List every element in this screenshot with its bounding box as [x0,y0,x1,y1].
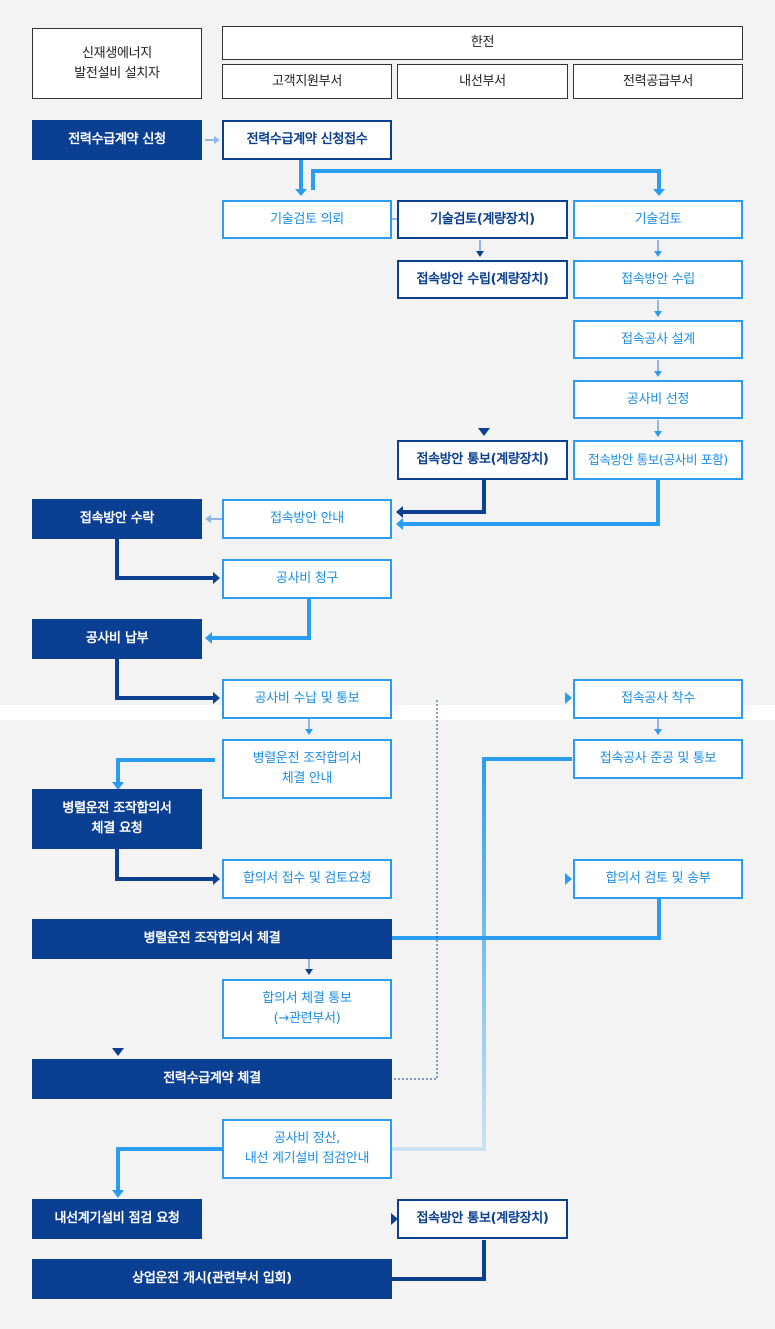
step-commercial: 상업운전 개시(관련부서 입회) [32,1259,392,1299]
step-settle: 공사비 정산, 내선 계기설비 점검안내 [222,1119,392,1179]
header-kepco: 한전 [222,26,743,60]
step-notice-cost: 접속방안 통보(공사비 포함) [573,440,743,480]
step-pay: 공사비 납부 [32,619,202,659]
step-agreement-notice: 합의서 체결 통보 (→관련부서) [222,979,392,1039]
step-agreement-receive: 합의서 접수 및 검토요청 [222,859,392,899]
step-notice-meter-2: 접속방안 통보(계량장치) [397,1199,568,1239]
step-design: 접속공사 설계 [573,320,743,359]
step-inspect-request: 내선계기설비 점검 요청 [32,1199,202,1239]
step-agreement-review: 합의서 검토 및 송부 [573,859,743,899]
step-apply-receive: 전력수급계약 신청접수 [222,120,392,160]
step-notice-meter: 접속방안 통보(계량장치) [397,440,568,480]
step-agreement-sign: 병렬운전 조작합의서 체결 [32,919,392,959]
step-agreement-guide: 병렬운전 조작합의서 체결 안내 [222,739,392,799]
header-dept-supply: 전력공급부서 [573,64,743,99]
step-agreement-request: 병렬운전 조작합의서 체결 요청 [32,789,202,849]
step-receipt: 공사비 수납 및 통보 [222,679,392,719]
step-contract: 전력수급계약 체결 [32,1059,392,1099]
step-construct-done: 접속공사 준공 및 통보 [573,739,743,779]
step-cost-select: 공사비 선정 [573,380,743,419]
step-apply: 전력수급계약 신청 [32,120,202,160]
step-tech-review-meter: 기술검토(계량장치) [397,200,568,239]
header-installer: 신재생에너지 발전설비 설치자 [32,28,202,99]
step-tech-review: 기술검토 [573,200,743,239]
step-plan-meter: 접속방안 수립(계량장치) [397,260,568,299]
step-plan-supply: 접속방안 수립 [573,260,743,299]
header-dept-customer: 고객지원부서 [222,64,392,99]
step-guide: 접속방안 안내 [222,499,392,539]
step-construct-start: 접속공사 착수 [573,679,743,719]
step-bill: 공사비 청구 [222,559,392,599]
step-accept: 접속방안 수락 [32,499,202,539]
step-tech-review-request: 기술검토 의뢰 [222,200,392,239]
header-dept-distribution: 내선부서 [397,64,568,99]
